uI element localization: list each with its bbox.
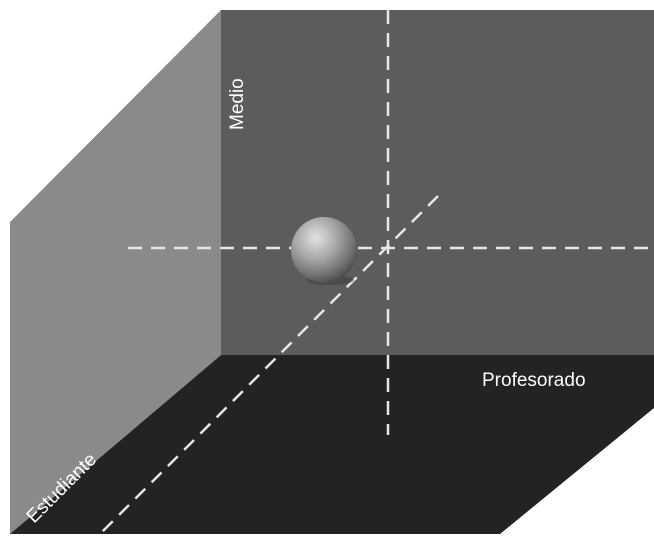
horizontal-axis-label: Profesorado [482,370,586,391]
sphere [291,217,357,283]
back-wall [221,10,654,355]
vertical-axis-label: Medio [227,78,248,130]
